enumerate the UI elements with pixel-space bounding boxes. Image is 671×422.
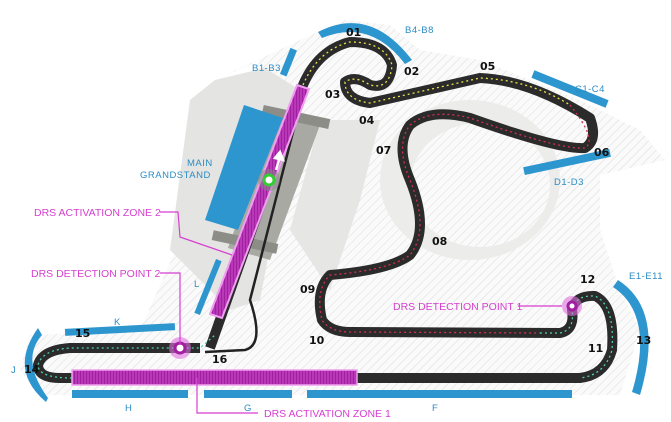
- label-drs-detection-point-1: DRS DETECTION POINT 1: [393, 301, 522, 313]
- turn-14-label: 14: [24, 363, 40, 376]
- main-grandstand: [205, 105, 283, 230]
- turn-11-label: 11: [588, 342, 603, 355]
- drs-leader-lines: [160, 211, 562, 414]
- sector-2-line: [319, 104, 590, 334]
- stand-g: [204, 390, 292, 398]
- label-b1-b3: B1-B3: [252, 63, 281, 74]
- stand-c1-c4: [531, 70, 609, 108]
- label-c1-c4: C1-C4: [575, 84, 605, 95]
- turn-16-label: 16: [212, 353, 228, 366]
- turn-07-label: 07: [376, 144, 391, 157]
- stand-l: [194, 258, 222, 316]
- turn-05-label: 05: [480, 60, 495, 73]
- stand-b4-b8: [318, 23, 412, 64]
- turn-12-label: 12: [580, 273, 595, 286]
- pit-lane: [204, 84, 307, 354]
- race-track: [33, 37, 618, 383]
- turn-06-label: 06: [594, 146, 610, 159]
- turn-01-label: 01: [346, 26, 361, 39]
- label-grandstand: GRANDSTAND: [140, 170, 211, 181]
- label-b4-b8: B4-B8: [405, 25, 434, 36]
- label-main: MAIN: [187, 158, 213, 169]
- grandstands: [24, 23, 649, 402]
- stand-k: [64, 323, 176, 336]
- stand-e1-e11: [613, 280, 649, 395]
- turn-08-label: 08: [432, 235, 447, 248]
- turn-02-label: 02: [404, 65, 419, 78]
- stand-f: [307, 390, 572, 398]
- label-drs-activation-zone-1: DRS ACTIVATION ZONE 1: [264, 408, 391, 420]
- label-j: J: [11, 365, 16, 376]
- label-h: H: [125, 403, 132, 414]
- sector-3-line: [37, 295, 614, 379]
- turn-04-label: 04: [359, 114, 375, 127]
- label-f: F: [432, 403, 438, 414]
- label-drs-detection-point-2: DRS DETECTION POINT 2: [31, 268, 160, 280]
- label-k: K: [114, 317, 121, 328]
- sector-1-line: [302, 41, 571, 106]
- stand-b1-b3: [279, 47, 297, 77]
- stand-h: [72, 390, 188, 398]
- stand-j: [24, 328, 48, 402]
- turn-15-label: 15: [75, 327, 90, 340]
- runoff-area: [290, 120, 380, 290]
- start-finish-dot: [262, 173, 276, 187]
- label-l: L: [194, 279, 200, 290]
- turn-09-label: 09: [300, 283, 315, 296]
- label-e1-e11: E1-E11: [629, 271, 663, 282]
- turn-13-label: 13: [636, 334, 651, 347]
- stand-d1-d3: [523, 148, 611, 176]
- drs-zone-1: [71, 369, 358, 386]
- direction-arrow-icon: [272, 149, 286, 171]
- label-drs-activation-zone-2: DRS ACTIVATION ZONE 2: [34, 207, 161, 219]
- turn-03-label: 03: [325, 88, 340, 101]
- label-g: G: [244, 403, 252, 414]
- turn-10-label: 10: [309, 334, 325, 347]
- label-d1-d3: D1-D3: [554, 177, 584, 188]
- drs-zone-2: [208, 83, 311, 320]
- drs-detection-point-1-dot: [566, 300, 578, 312]
- runoff-area-7-inner: [410, 123, 550, 247]
